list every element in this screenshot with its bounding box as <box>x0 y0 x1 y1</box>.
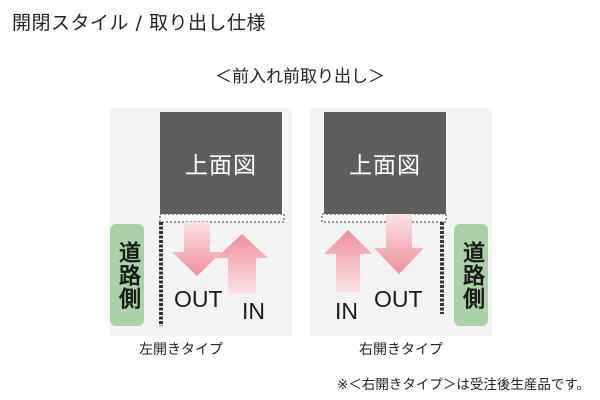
right-opening-diagram: 上面図 道路側 IN OUT <box>310 108 492 336</box>
out-label: OUT <box>174 286 223 312</box>
in-label: IN <box>242 298 265 324</box>
road-side-badge: 道路側 <box>110 224 144 326</box>
out-arrow <box>374 214 424 274</box>
door-strip <box>159 213 285 223</box>
left-diagram-graphics <box>159 213 285 326</box>
page-title: 開閉スタイル / 取り出し仕様 <box>12 12 266 34</box>
subtitle: ＜前入れ前取り出し＞ <box>215 67 385 87</box>
right-diagram-graphics <box>321 213 447 314</box>
in-label: IN <box>335 298 358 324</box>
in-arrow <box>324 230 372 292</box>
right-type-caption: 右開きタイプ <box>359 342 443 358</box>
left-opening-diagram: 上面図 道路側 OUT IN <box>110 108 292 336</box>
in-arrow <box>216 234 268 294</box>
footnote: ※＜右開きタイプ＞は受注後生産品です。 <box>337 377 590 393</box>
out-label: OUT <box>374 286 423 312</box>
door-strip <box>321 213 447 223</box>
left-type-caption: 左開きタイプ <box>139 342 223 358</box>
top-view-box: 上面図 <box>324 112 446 214</box>
road-side-badge: 道路側 <box>454 224 488 326</box>
out-arrow <box>172 222 222 276</box>
top-view-box: 上面図 <box>160 112 282 214</box>
